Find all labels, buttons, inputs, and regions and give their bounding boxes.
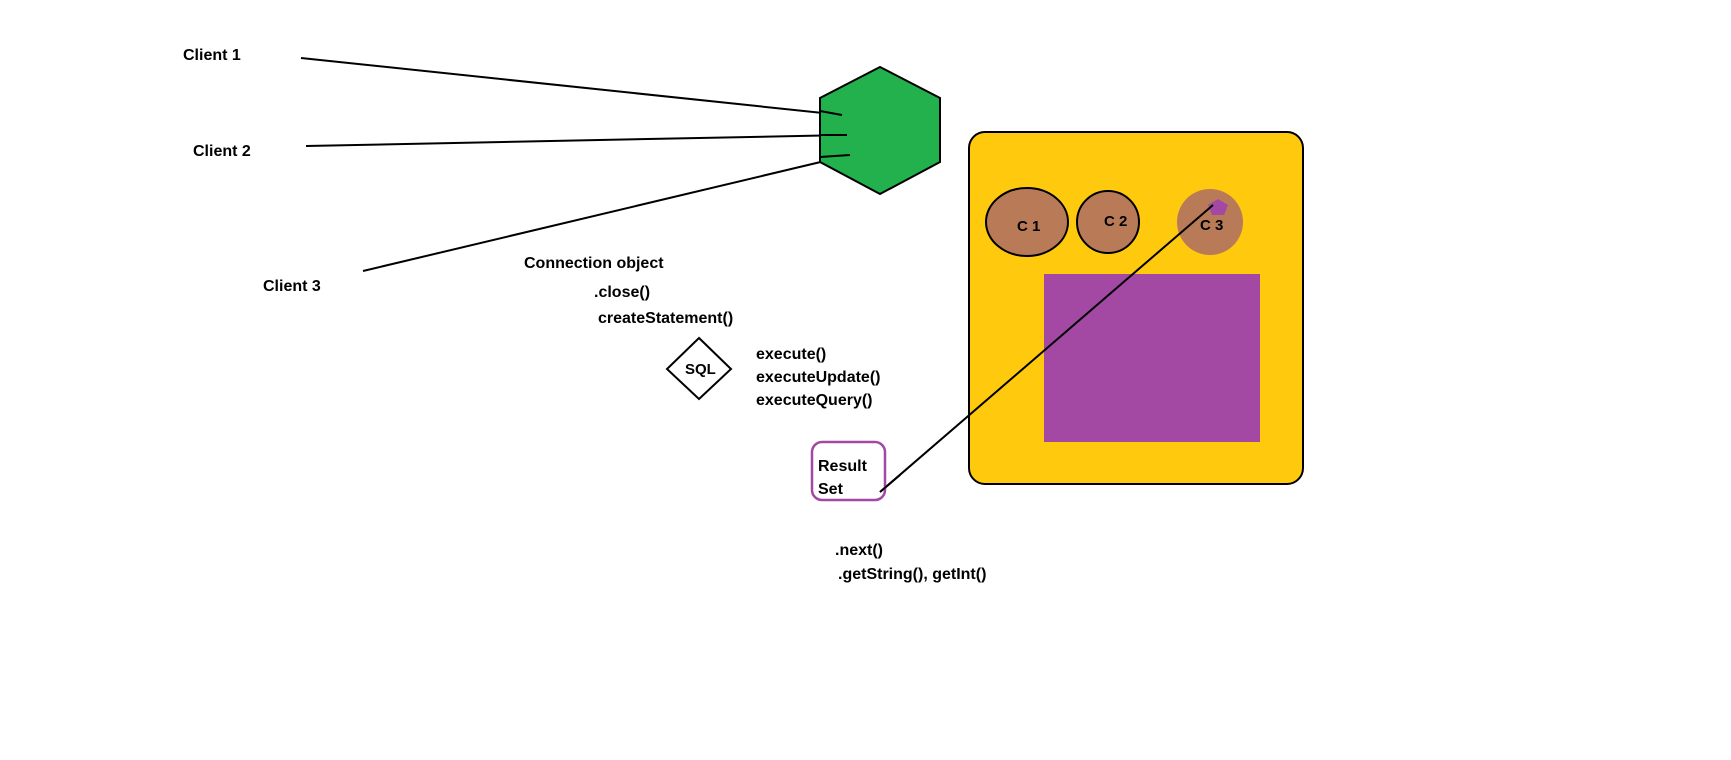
- pool-connection-c2-label: C 2: [1104, 213, 1127, 230]
- connection-hexagon: [819, 65, 941, 196]
- statement-method-execute-update: executeUpdate(): [756, 369, 881, 386]
- sql-diamond: [665, 336, 733, 401]
- result-set-method-next: .next(): [835, 542, 883, 559]
- c3-marker: [1208, 199, 1228, 215]
- resultset-line-start: [879, 474, 901, 493]
- client-1-line: [300, 57, 843, 116]
- client-2-line: [305, 134, 848, 147]
- pool-connection-c3-label: C 3: [1200, 217, 1223, 234]
- result-set-method-getters: .getString(), getInt(): [838, 566, 987, 583]
- connection-method-create-statement: createStatement(): [598, 310, 734, 327]
- pool-connection-c1: [985, 187, 1069, 257]
- sql-label: SQL: [685, 361, 716, 378]
- pool-purple-area: [1044, 274, 1260, 442]
- client-1-line-end: [819, 110, 843, 116]
- client-3-line: [362, 154, 851, 272]
- connection-object-label: Connection object: [524, 255, 664, 272]
- result-set-label-line2: Set: [818, 481, 843, 498]
- statement-method-execute: execute(): [756, 346, 827, 363]
- client-3-line-end: [819, 154, 851, 158]
- connection-method-close: .close(): [594, 284, 651, 301]
- resultset-to-c3-line: [879, 204, 1214, 493]
- client-2-label: Client 2: [193, 143, 251, 160]
- client-1-label: Client 1: [183, 47, 241, 64]
- client-3-label: Client 3: [263, 278, 321, 295]
- pool-connection-c2: [1076, 190, 1140, 254]
- result-set-box: [810, 440, 887, 502]
- result-set-label-line1: Result: [818, 458, 867, 475]
- statement-method-execute-query: executeQuery(): [756, 392, 873, 409]
- pool-connection-c1-label: C 1: [1017, 218, 1040, 235]
